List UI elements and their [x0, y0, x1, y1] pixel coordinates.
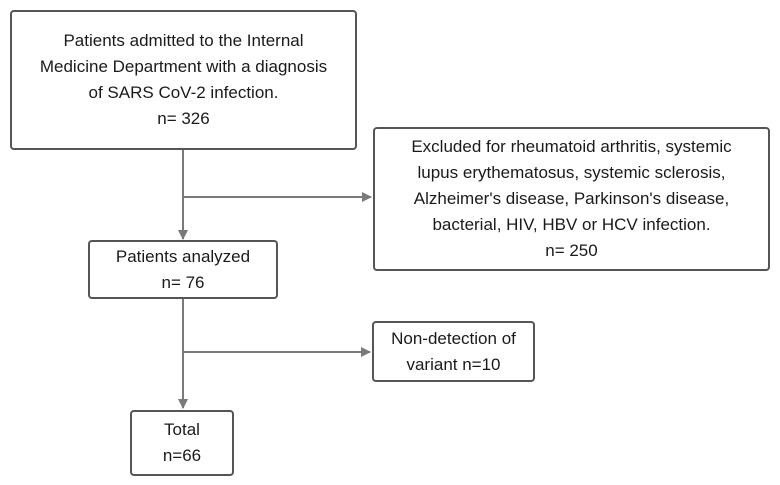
- admitted-line-3: of SARS CoV-2 infection.: [88, 83, 279, 102]
- excluded-line-3: Alzheimer's disease, Parkinson's disease…: [413, 189, 730, 208]
- analyzed-count: n= 76: [161, 272, 205, 292]
- nondetection-line-1: Non-detection of: [391, 328, 516, 348]
- box-patients-analyzed: Patients analyzed n= 76: [88, 240, 278, 299]
- admitted-line-2: Medicine Department with a diagnosis: [39, 57, 328, 76]
- box-excluded: Excluded for rheumatoid arthritis, syste…: [373, 127, 770, 271]
- excluded-count: n= 250: [545, 241, 598, 260]
- total-count: n=66: [162, 446, 202, 465]
- admitted-line-1: Patients admitted to the Internal: [63, 31, 304, 50]
- analyzed-label: Patients analyzed: [115, 246, 251, 266]
- nondetection-line-2: variant n=10: [406, 354, 501, 374]
- box-non-detection: Non-detection of variant n=10: [372, 321, 535, 382]
- excluded-line-2: lupus erythematosus, systemic sclerosis,: [417, 163, 726, 182]
- box-total: Total n=66: [130, 410, 234, 476]
- total-label: Total: [164, 420, 200, 439]
- excluded-line-4: bacterial, HIV, HBV or HCV infection.: [432, 215, 711, 234]
- admitted-count: n= 326: [157, 109, 210, 128]
- excluded-line-1: Excluded for rheumatoid arthritis, syste…: [411, 137, 732, 156]
- box-patients-admitted: Patients admitted to the Internal Medici…: [10, 10, 357, 150]
